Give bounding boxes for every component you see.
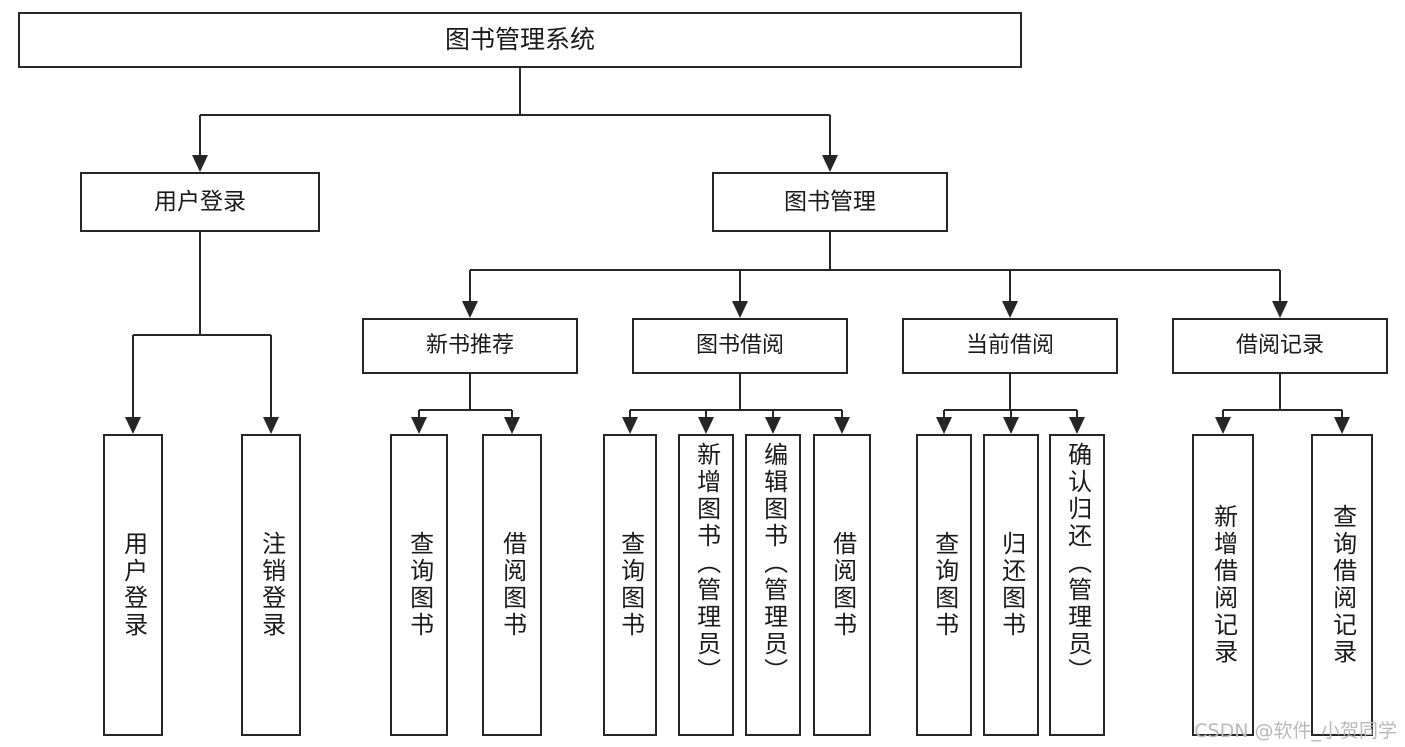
- arrowhead-l2-2-leaf-0: [936, 417, 952, 434]
- connector-user-login-bus: [133, 333, 271, 337]
- leaf-return-book[interactable]: 归还图书: [983, 434, 1039, 736]
- node-book-borrow[interactable]: 图书借阅: [632, 318, 848, 374]
- leaf-query-book-current[interactable]: 查询图书: [916, 434, 972, 736]
- node-user-login[interactable]: 用户登录: [80, 172, 320, 232]
- leaf-query-book[interactable]: 查询图书: [603, 434, 657, 736]
- connector-root-drop-1: [828, 115, 832, 155]
- connector-l2-3-drop-1: [1340, 410, 1344, 417]
- arrowhead-l2-2-leaf-1: [1003, 417, 1019, 434]
- leaf-logout[interactable]: 注销登录: [241, 434, 301, 736]
- arrowhead-l2-1-leaf-3: [834, 417, 850, 434]
- arrowhead-l2-2-leaf-2: [1069, 417, 1085, 434]
- connector-l2-0-drop-0: [417, 410, 421, 417]
- leaf-borrow-book-rec[interactable]: 借阅图书: [482, 434, 542, 736]
- leaf-query-book-rec[interactable]: 查询图书: [390, 434, 448, 736]
- node-root-system[interactable]: 图书管理系统: [18, 12, 1022, 68]
- arrowhead-l2-3-leaf-1: [1334, 417, 1350, 434]
- node-book-management[interactable]: 图书管理: [712, 172, 948, 232]
- connector-l2-0-drop-1: [510, 410, 514, 417]
- arrowhead-to-book-manage: [822, 155, 838, 172]
- connector-l2-1-drop-2: [771, 410, 775, 417]
- arrowhead-l2-1-leaf-1: [698, 417, 714, 434]
- connector-root-stem: [518, 68, 522, 115]
- leaf-user-login[interactable]: 用户登录: [103, 434, 163, 736]
- connector-root-bus: [200, 113, 830, 117]
- connector-l2-2-drop-2: [1075, 410, 1079, 417]
- connector-l2-3-bus: [1223, 408, 1342, 412]
- connector-l2-2-drop-0: [942, 410, 946, 417]
- leaf-add-book-admin[interactable]: 新增图书（管理员）: [678, 434, 734, 736]
- connector-book-manage-stem: [828, 232, 832, 270]
- node-new-book-recommend[interactable]: 新书推荐: [362, 318, 578, 374]
- arrowhead-l2-1-leaf-0: [622, 417, 638, 434]
- node-current-borrow[interactable]: 当前借阅: [902, 318, 1118, 374]
- connector-l2-1-drop-0: [628, 410, 632, 417]
- arrowhead-to-current-borrow: [1002, 301, 1018, 318]
- connector-l2-3-drop-0: [1221, 410, 1225, 417]
- arrowhead-user-login-leaf-0: [125, 417, 141, 434]
- connector-book-manage-drop-0: [468, 270, 472, 301]
- connector-l2-1-stem: [738, 374, 742, 410]
- arrowhead-to-user-login: [192, 155, 208, 172]
- connector-root-drop-0: [198, 115, 202, 155]
- connector-l2-2-stem: [1008, 374, 1012, 410]
- arrowhead-to-borrow-record: [1272, 301, 1288, 318]
- arrowhead-l2-0-leaf-0: [411, 417, 427, 434]
- arrowhead-l2-3-leaf-0: [1215, 417, 1231, 434]
- csdn-watermark: CSDN @软件_小贺同学: [1194, 720, 1397, 742]
- leaf-borrow-book[interactable]: 借阅图书: [813, 434, 871, 736]
- arrowhead-user-login-leaf-1: [263, 417, 279, 434]
- connector-l2-1-drop-3: [840, 410, 844, 417]
- connector-user-login-drop-0: [131, 335, 135, 417]
- arrowhead-l2-1-leaf-2: [765, 417, 781, 434]
- connector-book-manage-drop-1: [738, 270, 742, 301]
- connector-l2-1-bus: [630, 408, 842, 412]
- connector-l2-0-stem: [468, 374, 472, 410]
- connector-book-manage-bus: [470, 268, 1280, 272]
- connector-l2-0-bus: [419, 408, 512, 412]
- connector-user-login-drop-1: [269, 335, 273, 417]
- connector-l2-2-drop-1: [1009, 410, 1013, 417]
- node-borrow-record[interactable]: 借阅记录: [1172, 318, 1388, 374]
- connector-book-manage-drop-2: [1008, 270, 1012, 301]
- leaf-edit-book-admin[interactable]: 编辑图书（管理员）: [745, 434, 801, 736]
- leaf-confirm-return-admin[interactable]: 确认归还（管理员）: [1049, 434, 1105, 736]
- connector-user-login-stem: [198, 232, 202, 335]
- leaf-query-borrow-record[interactable]: 查询借阅记录: [1311, 434, 1373, 736]
- connector-book-manage-drop-3: [1278, 270, 1282, 301]
- connector-l2-3-stem: [1278, 374, 1282, 410]
- connector-l2-1-drop-1: [704, 410, 708, 417]
- arrowhead-to-book-borrow: [732, 301, 748, 318]
- arrowhead-to-new-book-rec: [462, 301, 478, 318]
- arrowhead-l2-0-leaf-1: [504, 417, 520, 434]
- leaf-add-borrow-record[interactable]: 新增借阅记录: [1192, 434, 1254, 736]
